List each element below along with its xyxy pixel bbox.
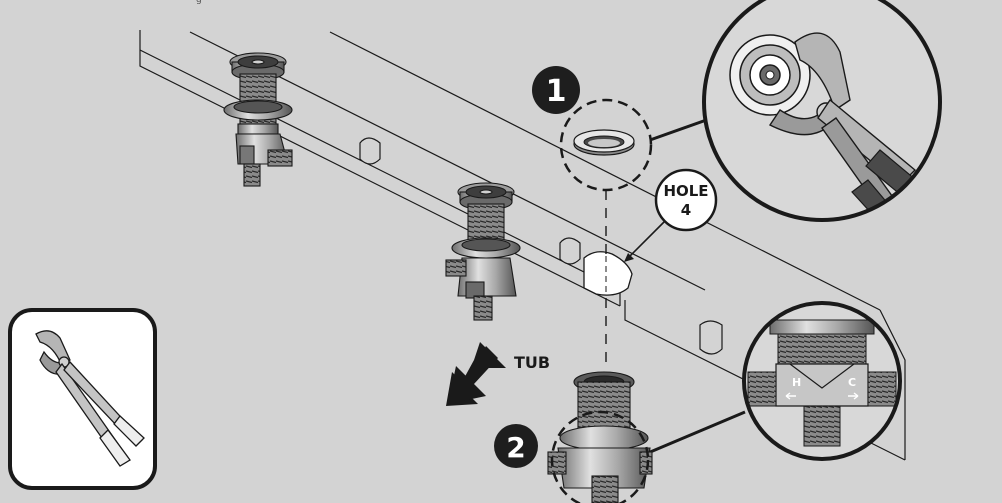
trim-ring-icon — [559, 98, 653, 192]
valve-left — [223, 52, 293, 187]
svg-text:H: H — [792, 376, 801, 389]
svg-text:TUB: TUB — [514, 353, 550, 372]
valve-middle — [445, 182, 521, 321]
hole-4-cutout — [583, 251, 633, 296]
svg-text:4: 4 — [681, 201, 691, 219]
step-2-badge: 2 — [494, 424, 538, 468]
valve-body-icon — [547, 371, 653, 503]
svg-text:1: 1 — [546, 74, 567, 109]
leader-to-detail-bottom — [635, 410, 746, 460]
detail-valve-hc: H C — [742, 301, 902, 461]
hole-4-callout: HOLE 4 — [624, 168, 718, 262]
svg-text:C: C — [848, 376, 856, 389]
detail-pliers-on-ring — [702, 0, 942, 222]
tool-box — [8, 308, 157, 490]
tub-direction-arrow-icon: TUB — [446, 342, 550, 406]
svg-text:HOLE: HOLE — [663, 182, 708, 200]
step-1-badge: 1 — [532, 66, 580, 114]
pliers-icon — [35, 330, 145, 467]
cropped-top-text: g — [196, 0, 202, 5]
svg-text:g: g — [196, 0, 202, 5]
leader-to-detail-top — [649, 116, 713, 142]
svg-text:2: 2 — [506, 431, 525, 464]
